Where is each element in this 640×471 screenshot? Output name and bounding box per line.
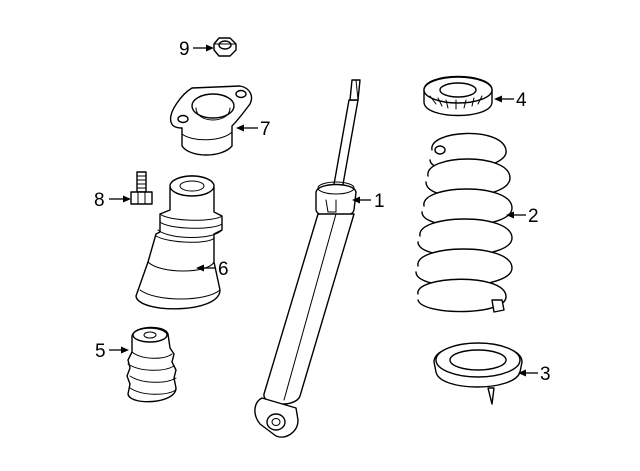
callout-6: 6 (218, 259, 229, 280)
part-4-upper-spring-seat (423, 75, 493, 117)
part-6-dust-boot (135, 175, 223, 310)
part-8-bolt (130, 171, 153, 205)
part-9-nut (213, 37, 237, 57)
callout-5: 5 (95, 341, 106, 362)
part-7-upper-mount (169, 85, 253, 156)
callout-3: 3 (540, 364, 551, 385)
callout-7: 7 (260, 119, 271, 140)
part-1-shock-absorber (254, 79, 361, 438)
callout-1: 1 (374, 191, 385, 212)
leader-lines (109, 44, 538, 377)
part-5-bump-stop (126, 326, 177, 403)
part-2-coil-spring (415, 132, 513, 313)
part-3-lower-spring-seat (433, 342, 523, 405)
callout-4: 4 (516, 90, 527, 111)
callout-9: 9 (179, 39, 190, 60)
callout-2: 2 (528, 206, 539, 227)
callout-8: 8 (94, 190, 105, 211)
